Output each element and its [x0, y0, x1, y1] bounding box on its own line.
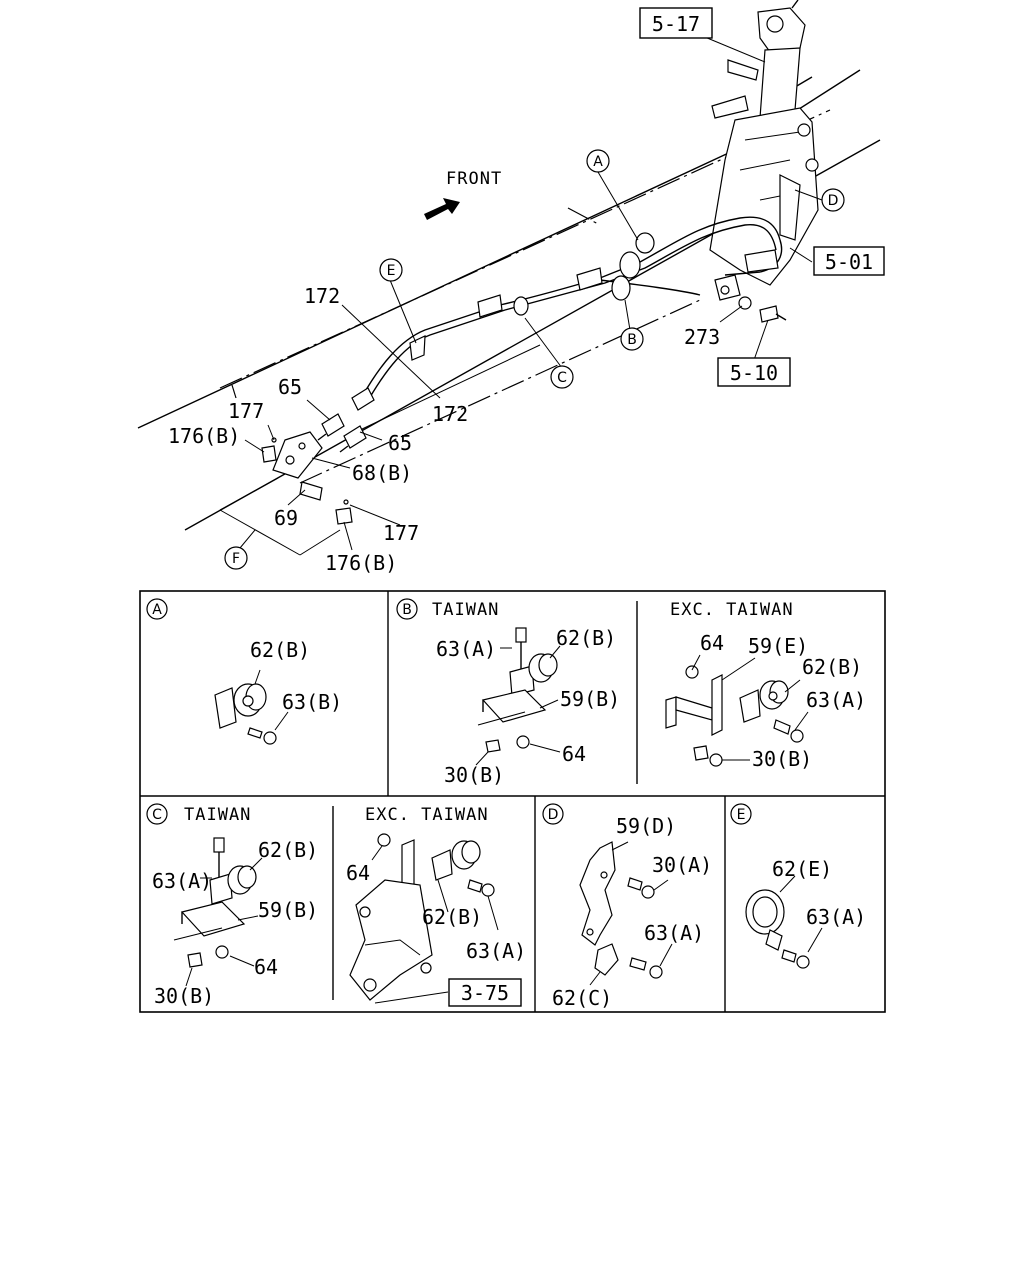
ref-517[interactable]: 5-17: [639, 7, 713, 39]
part-label: 30(B): [444, 763, 504, 787]
front-indicator: FRONT: [424, 169, 502, 220]
pipe-clips: [409, 232, 779, 361]
part-label: 62(B): [802, 655, 862, 679]
part-label: 62(B): [250, 638, 310, 662]
detail-e: E 62(E) 63(A): [730, 803, 866, 969]
part-label: 64: [346, 861, 370, 885]
svg-text:A: A: [593, 154, 603, 170]
svg-text:F: F: [232, 551, 240, 567]
ref-501[interactable]: 5-01: [813, 246, 885, 276]
part-label: 64: [254, 955, 278, 979]
svg-text:C: C: [557, 370, 567, 386]
part-label: 62(B): [556, 626, 616, 650]
detail-e-letter: E: [737, 807, 746, 823]
part-label: 177: [383, 521, 419, 545]
detail-title: TAIWAN: [184, 805, 251, 825]
part-label: 59(D): [616, 814, 676, 838]
detail-d: D 59(D) 30(A) 63(A) 62(C): [542, 803, 712, 1010]
part-label: 62(C): [552, 986, 612, 1010]
part-label: 68(B): [352, 461, 412, 485]
detail-title: EXC. TAIWAN: [365, 805, 489, 825]
detail-b-exc-taiwan: EXC. TAIWAN 64 59(E) 62(B) 63(A) 30(B): [665, 600, 866, 771]
part-label: 62(B): [258, 838, 318, 862]
svg-text:3-75: 3-75: [461, 981, 509, 1005]
part-label: 273: [684, 325, 720, 349]
callout-e[interactable]: E: [379, 258, 403, 282]
callout-b[interactable]: B: [620, 327, 644, 351]
svg-text:E: E: [387, 263, 396, 279]
part-label: 63(A): [806, 905, 866, 929]
part-label: 63(B): [282, 690, 342, 714]
callout-f[interactable]: F: [224, 546, 248, 570]
part-label: 30(B): [752, 747, 812, 771]
svg-text:5-01: 5-01: [825, 250, 873, 274]
detail-table: [139, 590, 886, 1013]
callout-c[interactable]: C: [550, 365, 574, 389]
part-label: 62(E): [772, 857, 832, 881]
callout-d[interactable]: D: [821, 188, 845, 212]
detail-a-letter: A: [152, 602, 162, 618]
detail-a: A 62(B) 63(B): [146, 598, 342, 745]
part-label: 63(A): [806, 688, 866, 712]
part-label: 63(A): [436, 637, 496, 661]
part-label: 64: [700, 631, 724, 655]
detail-c-letter: C: [152, 807, 162, 823]
fittings: [261, 296, 787, 525]
detail-title: TAIWAN: [432, 600, 499, 620]
detail-title: EXC. TAIWAN: [670, 600, 794, 620]
bracket-assembly: [709, 0, 819, 301]
detail-c-exc-taiwan: EXC. TAIWAN 64 62(B) 63(A) 3-75: [346, 805, 526, 1007]
detail-c-taiwan: C TAIWAN 62(B) 63(A) 59(B) 64 30(B): [146, 803, 318, 1008]
part-label: 69: [274, 506, 298, 530]
part-label: 30(B): [154, 984, 214, 1008]
front-arrow-icon: [424, 198, 460, 220]
part-label: 172: [304, 284, 340, 308]
front-label: FRONT: [446, 169, 502, 189]
svg-text:5-17: 5-17: [652, 12, 700, 36]
part-label: 63(A): [466, 939, 526, 963]
part-label: 64: [562, 742, 586, 766]
part-label: 63(A): [644, 921, 704, 945]
part-label: 59(B): [258, 898, 318, 922]
svg-text:D: D: [828, 193, 839, 209]
part-label: 176(B): [168, 424, 240, 448]
ref-510[interactable]: 5-10: [717, 357, 791, 387]
part-label: 59(B): [560, 687, 620, 711]
part-label: 30(A): [652, 853, 712, 877]
part-label: 59(E): [748, 634, 808, 658]
part-label: 65: [388, 431, 412, 455]
leader-lines: [244, 34, 823, 551]
detail-d-letter: D: [548, 807, 559, 823]
part-label: 177: [228, 399, 264, 423]
part-label: 172: [432, 402, 468, 426]
ref-375[interactable]: 3-75: [448, 978, 522, 1007]
part-label: 63(A): [152, 869, 212, 893]
detail-b-letter: B: [402, 602, 412, 618]
part-label: 65: [278, 375, 302, 399]
callout-a[interactable]: A: [586, 149, 610, 173]
part-label: 176(B): [325, 551, 397, 575]
svg-text:5-10: 5-10: [730, 361, 778, 385]
main-view: FRONT: [137, 0, 885, 575]
part-label: 62(B): [422, 905, 482, 929]
detail-b-taiwan: B TAIWAN 63(A) 62(B) 59(B) 64 30(B): [396, 598, 620, 787]
group-f-lines: [219, 477, 341, 556]
svg-text:B: B: [627, 332, 637, 348]
